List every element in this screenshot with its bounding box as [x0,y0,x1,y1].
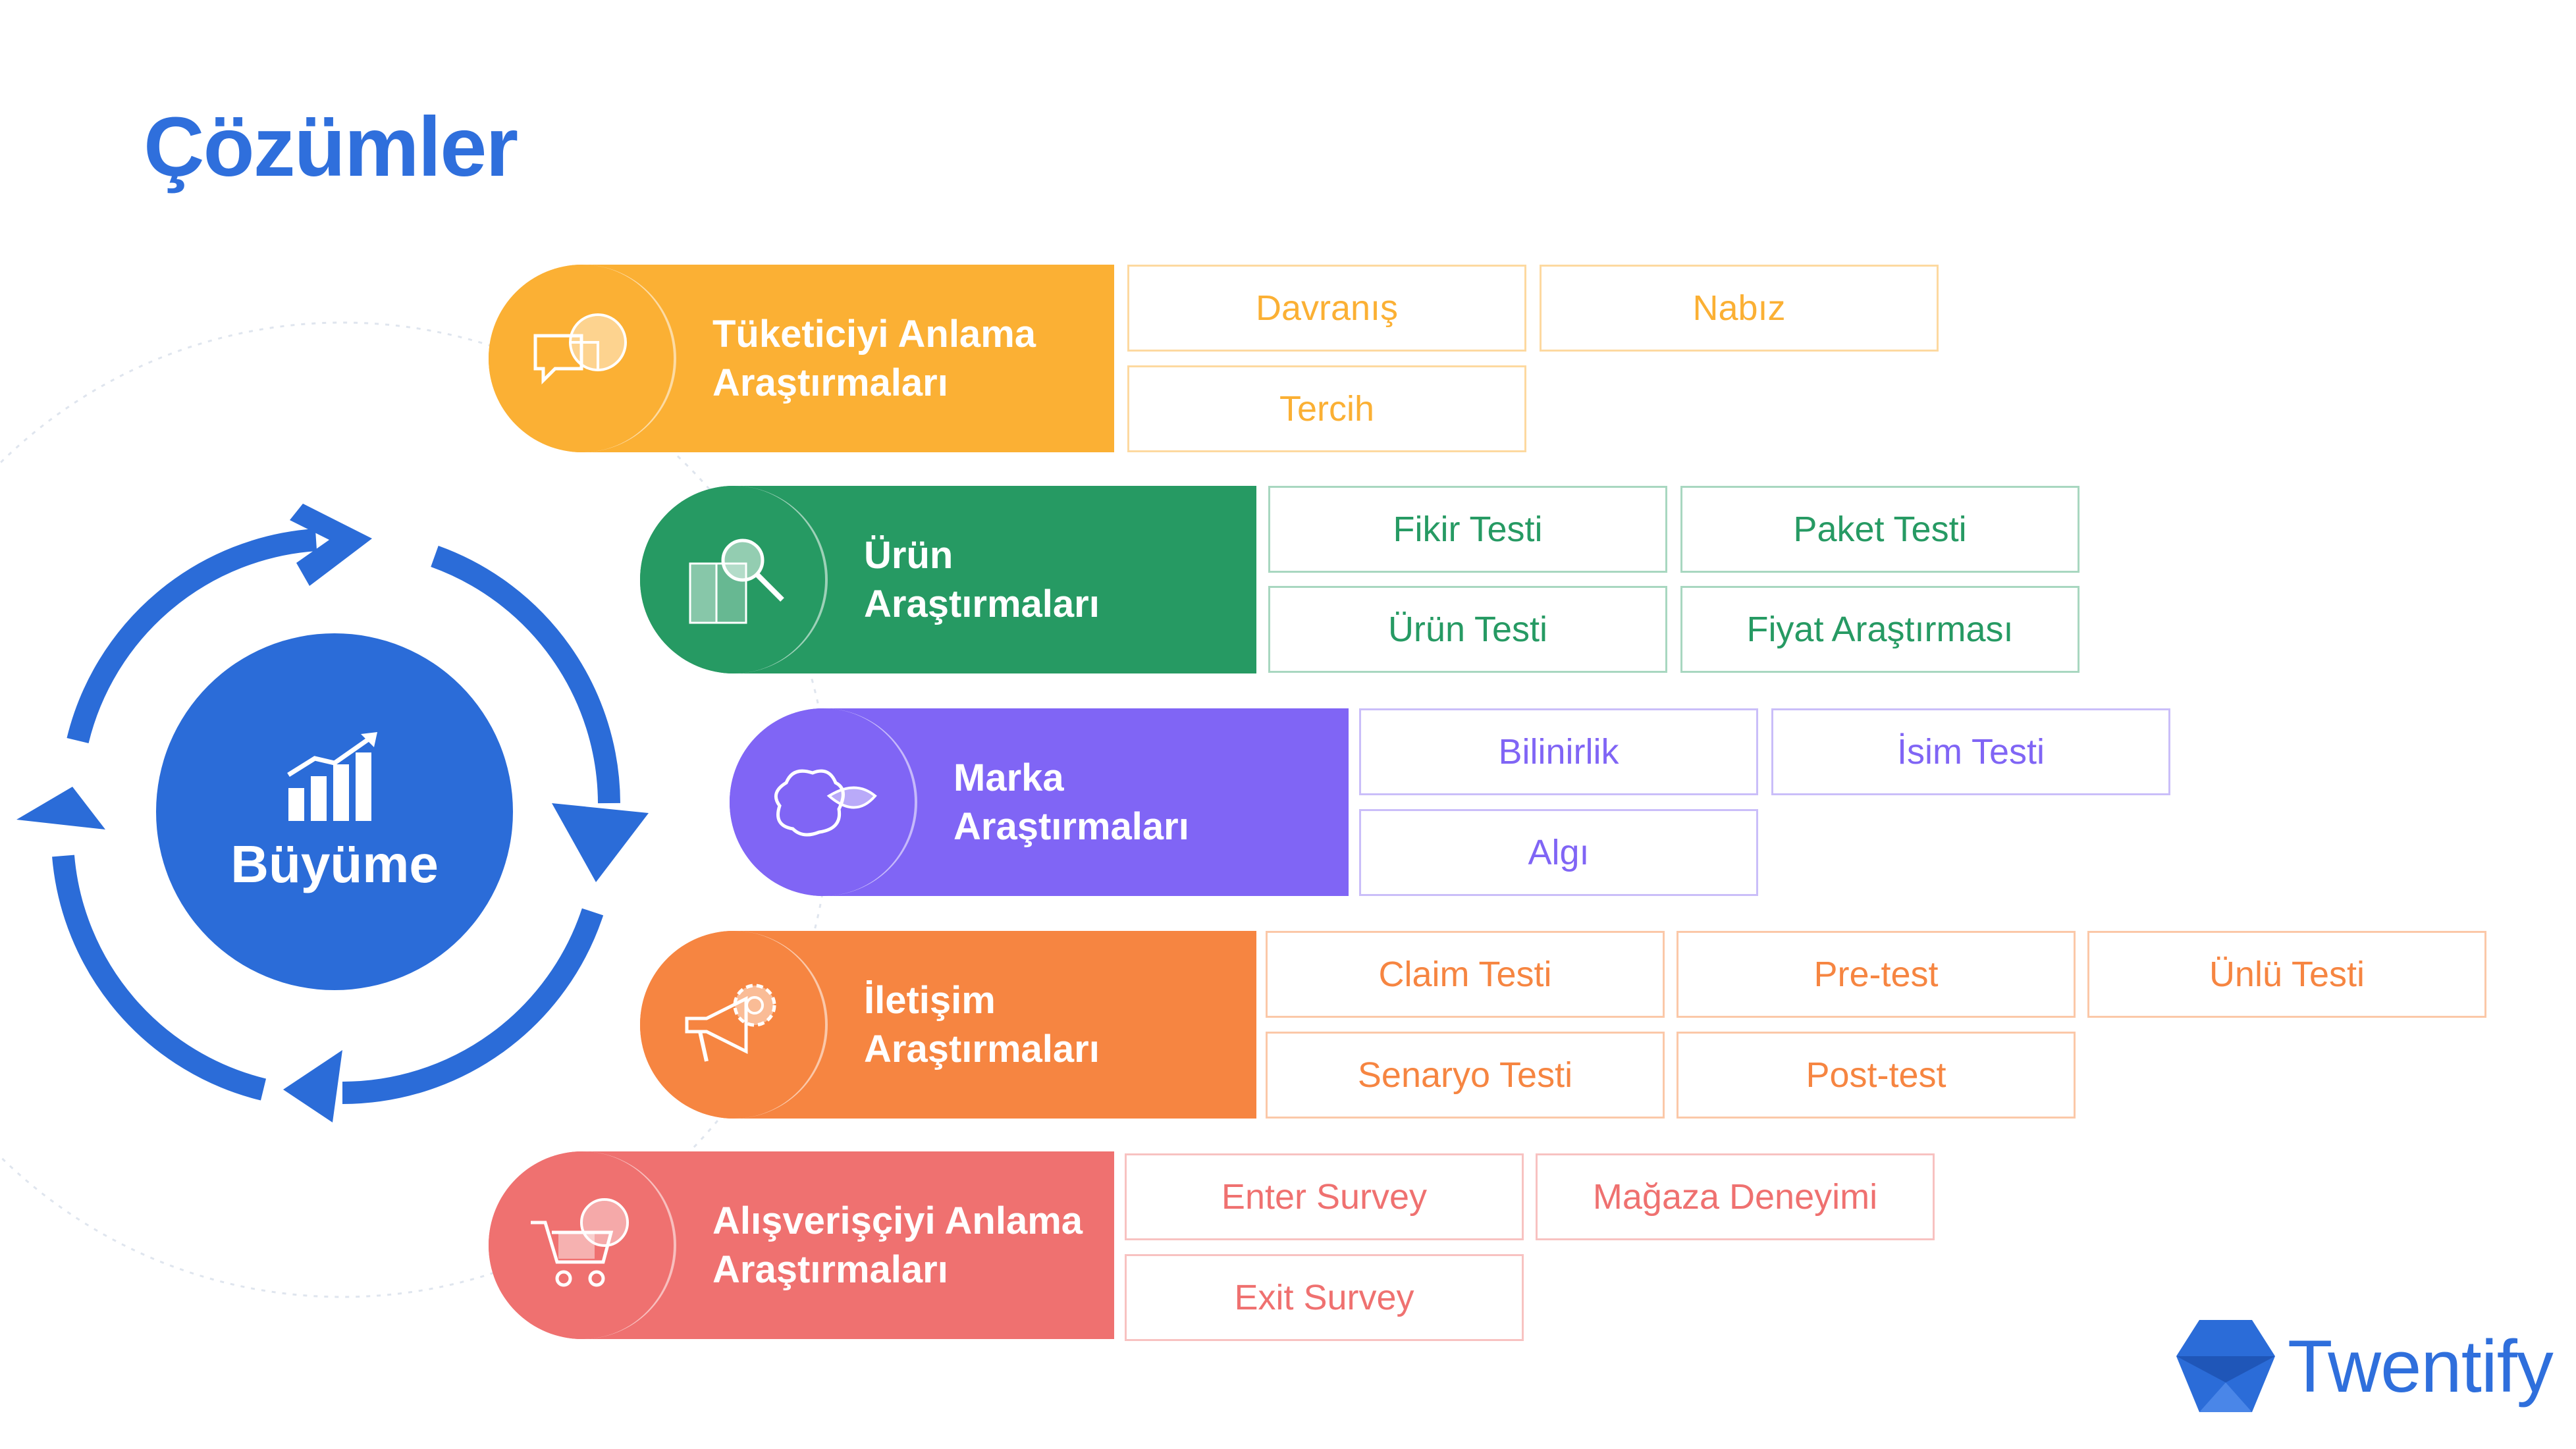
shopping-cart-pie-icon [530,1198,629,1286]
band-brand[interactable]: Marka Araştırmaları [730,708,1349,896]
tag-shopper-1[interactable]: Mağaza Deneyimi [1536,1153,1935,1240]
speech-bubble-pie-icon [533,313,627,384]
band-product-title: Ürün Araştırmaları [864,533,1100,625]
tag-product-1[interactable]: Paket Testi [1680,486,2080,573]
tag-consumer-2[interactable]: Tercih [1127,365,1526,452]
package-magnifier-icon [689,539,784,623]
hub-label: Büyüme [230,835,439,893]
band-consumer-badge [489,265,676,452]
tag-shopper-0[interactable]: Enter Survey [1125,1153,1524,1240]
tag-shopper-2[interactable]: Exit Survey [1125,1254,1524,1341]
tag-brand-0[interactable]: Bilinirlik [1359,708,1758,795]
tag-consumer-1[interactable]: Nabız [1540,265,1939,352]
band-product[interactable]: Ürün Araştırmaları [640,486,1256,673]
band-product-badge [640,486,828,673]
megaphone-gear-icon [685,984,776,1062]
twentify-logo: Twentify [2173,1317,2554,1415]
tag-communication-2[interactable]: Ünlü Testi [2087,931,2486,1018]
tag-communication-1[interactable]: Pre-test [1677,931,2076,1018]
twentify-cube-icon [2176,1320,2275,1412]
tag-brand-1[interactable]: İsim Testi [1771,708,2170,795]
band-brand-title: Marka Araştırmaları [953,756,1189,848]
tag-communication-4[interactable]: Post-test [1677,1032,2076,1119]
band-communication[interactable]: İletişim Araştırmaları [640,931,1256,1119]
tag-communication-3[interactable]: Senaryo Testi [1266,1032,1665,1119]
tag-communication-0[interactable]: Claim Testi [1266,931,1665,1018]
band-communication-title: İletişim Araştırmaları [864,978,1100,1070]
band-brand-badge [730,708,917,896]
tag-product-0[interactable]: Fikir Testi [1268,486,1667,573]
tag-product-3[interactable]: Fiyat Araştırması [1680,586,2080,673]
growth-hub: Büyüme [156,633,513,990]
tag-product-2[interactable]: Ürün Testi [1268,586,1667,673]
band-shopper[interactable]: Alışverişçiyi Anlama Araştırmaları [489,1151,1114,1339]
band-shopper-title: Alışverişçiyi Anlama Araştırmaları [712,1199,1083,1291]
band-shopper-badge [489,1151,676,1339]
band-consumer[interactable]: Tüketiciyi Anlama Araştırmaları [489,265,1114,452]
page-title: Çözümler [144,100,518,194]
growth-cycle-arrows [16,504,649,1122]
tag-brand-2[interactable]: Algı [1359,809,1758,896]
logo-text: Twentify [2288,1325,2554,1408]
band-communication-badge [640,931,828,1119]
tag-consumer-0[interactable]: Davranış [1127,265,1526,352]
brain-leaf-icon [774,769,877,836]
band-consumer-title: Tüketiciyi Anlama Araştırmaları [712,312,1036,404]
growth-chart-icon [287,732,377,821]
